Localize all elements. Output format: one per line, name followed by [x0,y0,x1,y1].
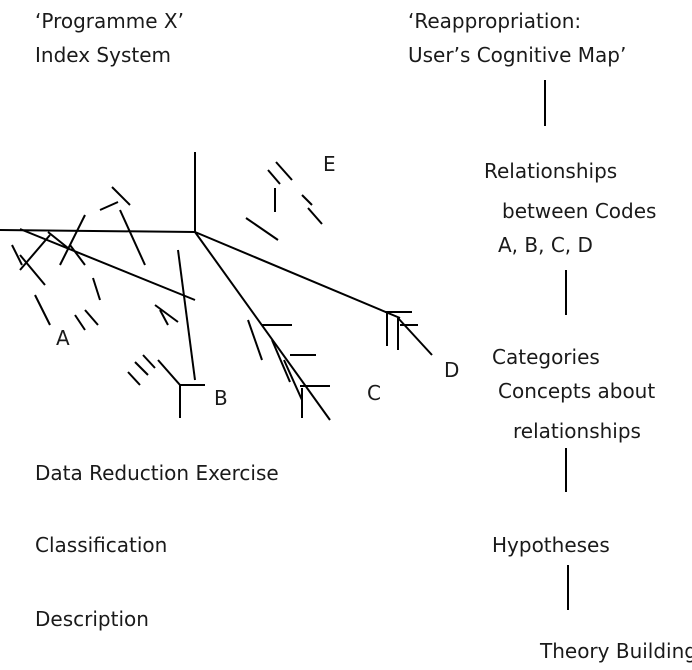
categories-line3: relationships [513,419,641,443]
stroke-b3 [142,354,156,369]
stroke-c5 [247,319,263,361]
left-title-line1: ‘Programme X’ [35,9,184,33]
code-label-e: E [323,152,336,176]
stroke-e5 [307,207,323,225]
right-title-line1: ‘Reappropriation: [408,9,582,33]
stroke-d4 [397,317,433,356]
stroke-b2 [134,361,149,376]
stroke-e6 [245,217,279,241]
stroke-a1 [19,234,51,271]
left-title-line2: Index System [35,43,171,67]
stroke-b1 [127,371,141,386]
step-data-reduction: Data Reduction Exercise [35,461,279,485]
code-label-c: C [367,381,381,405]
stroke-a9 [11,244,23,266]
stroke-a7 [84,309,99,326]
hypotheses-label: Hypotheses [492,533,610,557]
stroke-e4 [301,194,313,206]
branch-d [194,231,401,319]
stroke-c6 [271,339,291,383]
stroke-a13 [119,209,146,266]
stroke-e1 [267,169,281,185]
categories-line1: Categories [492,345,600,369]
code-label-b: B [214,386,228,410]
branch-b [177,249,196,381]
branch-a [0,229,196,233]
stroke-a5 [69,244,86,266]
relationships-line1: Relationships [484,159,618,183]
stroke-a10 [47,231,69,249]
branch-a-arm [19,228,196,301]
stroke-a4 [34,294,51,326]
categories-line2: Concepts about [498,379,656,403]
right-title-line2: User’s Cognitive Map’ [408,43,627,67]
stroke-a8 [92,277,101,301]
relationships-line3: A, B, C, D [498,233,593,257]
stroke-a12 [111,186,131,206]
stroke-a3 [19,254,46,286]
relationships-line2: between Codes [502,199,657,223]
stroke-a11 [99,201,119,211]
stroke-c7 [283,359,303,401]
code-label-a: A [56,326,70,350]
step-classification: Classification [35,533,168,557]
stroke-b4 [157,359,181,386]
stroke-a14 [154,304,179,323]
stroke-e2 [275,161,293,181]
stroke-a6 [74,314,86,331]
step-description: Description [35,607,149,631]
code-label-d: D [444,358,460,382]
stroke-a2 [59,214,86,266]
stroke-a15 [159,309,169,326]
theory-building-label: Theory Building [540,639,692,663]
